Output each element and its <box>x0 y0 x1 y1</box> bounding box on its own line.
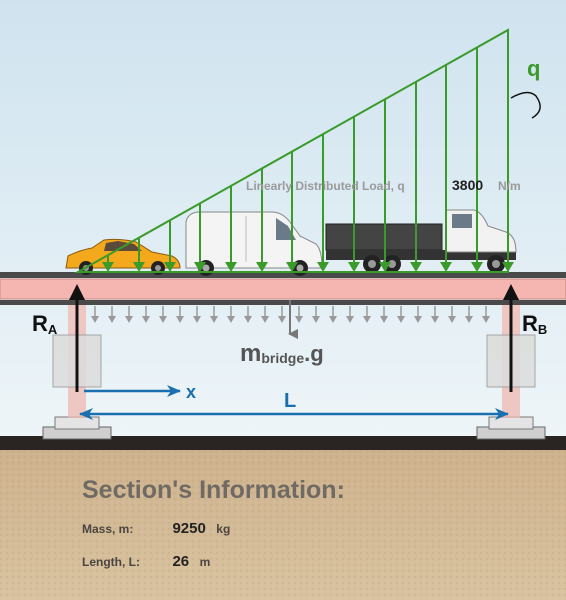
load-arrow-head <box>256 262 268 272</box>
self-weight-arrow-head <box>312 316 320 323</box>
section-info-title: Section's Information: <box>82 476 345 504</box>
x-label: x <box>186 382 196 402</box>
self-weight-arrow-head <box>346 316 354 323</box>
length-label: Length, L: <box>82 555 140 569</box>
self-weight-arrow-head <box>108 316 116 323</box>
self-weight-arrow-head <box>261 316 269 323</box>
self-weight-arrow-head <box>397 316 405 323</box>
reaction-b-label: RB <box>522 311 547 337</box>
mass-row: Mass, m: 9250 kg <box>82 520 230 538</box>
load-arrow-head <box>102 262 114 272</box>
self-weight-arrow-head <box>295 316 303 323</box>
load-arrow-head <box>164 262 176 272</box>
load-arrow-head <box>440 262 452 272</box>
load-arrow-head <box>317 262 329 272</box>
self-weight-arrow-head <box>414 316 422 323</box>
self-weight-arrow-head <box>363 316 371 323</box>
self-weight-arrow-head <box>448 316 456 323</box>
reaction-a-label: RA <box>32 311 58 337</box>
self-weight-arrow-head <box>329 316 337 323</box>
length-dim-label: L <box>284 390 296 412</box>
mass-unit: kg <box>216 522 231 536</box>
weight-label: mbridge.g <box>240 340 324 367</box>
load-label: Linearly Distributed Load, q <box>246 179 405 193</box>
self-weight-arrow-head <box>431 316 439 323</box>
self-weight-arrow-head <box>278 316 286 323</box>
load-value: 3800 <box>452 177 483 193</box>
load-arrow-head <box>225 262 237 272</box>
self-weight-arrow-head <box>482 316 490 323</box>
ground-strip <box>0 436 566 450</box>
self-weight-arrow-head <box>244 316 252 323</box>
load-arrow-head <box>471 262 483 272</box>
self-weight-arrow-head <box>142 316 150 323</box>
load-arrow-head <box>194 262 206 272</box>
self-weight-arrows <box>91 306 490 323</box>
load-caption: Linearly Distributed Load, q 3800 N/m <box>246 177 521 194</box>
load-arrow-head <box>286 262 298 272</box>
load-arrow-head <box>133 262 145 272</box>
dump-truck-icon <box>325 209 517 273</box>
load-arrows <box>102 30 514 272</box>
self-weight-arrow-head <box>380 316 388 323</box>
mass-label: Mass, m: <box>82 522 134 536</box>
self-weight-arrow-head <box>176 316 184 323</box>
self-weight-arrow-head <box>125 316 133 323</box>
load-arrow-head <box>379 262 391 272</box>
mass-value: 9250 <box>172 520 206 537</box>
self-weight-arrow-head <box>465 316 473 323</box>
self-weight-arrow-head <box>91 316 99 323</box>
load-arrow-head <box>410 262 422 272</box>
self-weight-arrow-head <box>210 316 218 323</box>
bridge-beam <box>0 272 566 305</box>
load-arrow-head <box>502 262 514 272</box>
q-leader <box>510 91 541 119</box>
length-unit: m <box>199 555 211 569</box>
length-value: 26 <box>172 553 190 570</box>
self-weight-arrow-head <box>193 316 201 323</box>
load-arrow-head <box>348 262 360 272</box>
length-row: Length, L: 26 m <box>82 553 210 571</box>
self-weight-arrow-head <box>227 316 235 323</box>
q-label: q <box>527 56 540 81</box>
load-unit: N/m <box>498 179 521 193</box>
self-weight-arrow-head <box>159 316 167 323</box>
